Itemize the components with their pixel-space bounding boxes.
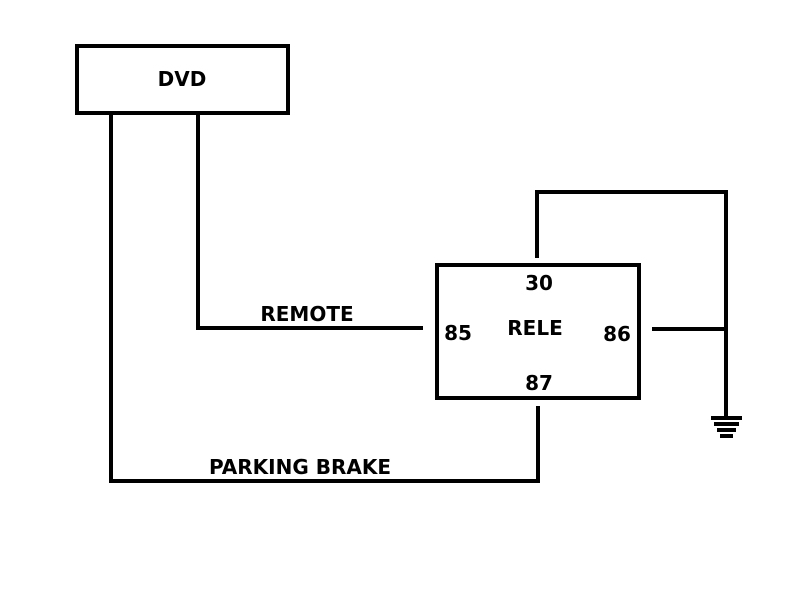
relay-pin-85-label: 85 [444,321,472,345]
relay-box [435,263,641,400]
dvd-box [75,44,290,115]
remote-wire [196,111,423,330]
parking-brake-wire [109,111,540,483]
relay-pin-86-label: 86 [603,322,631,346]
parking-brake-wire-label: PARKING BRAKE [209,455,391,479]
ground-symbol-icon [711,416,742,438]
remote-wire-label: REMOTE [260,302,353,326]
dvd-label: DVD [158,67,207,91]
relay-name-label: RELE [507,316,562,340]
pin-30-wire [535,190,728,418]
relay-pin-30-label: 30 [525,271,553,295]
relay-pin-87-label: 87 [525,371,553,395]
